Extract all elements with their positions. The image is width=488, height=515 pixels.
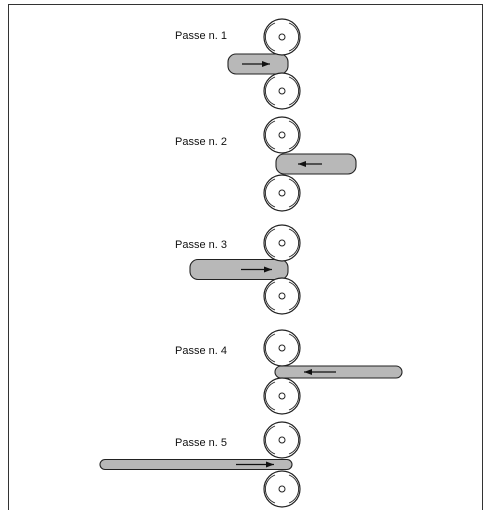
workpiece-bar-5 [99, 458, 293, 471]
roll-arc-right [288, 178, 300, 208]
roll-bottom-1 [263, 72, 301, 110]
roll-bottom-2 [263, 174, 301, 212]
pass-label-3: Passe n. 3 [175, 239, 227, 251]
roll-arc-right [288, 425, 300, 455]
arrow-head-2 [298, 161, 306, 167]
roll-axle [278, 292, 286, 300]
roll-arc-right [288, 76, 300, 106]
roll-arc-left [264, 228, 276, 258]
arrow-head-5 [266, 461, 274, 468]
roll-arc-left [264, 76, 276, 106]
roll-arc-right [288, 333, 300, 363]
roll-bottom-5 [263, 470, 301, 508]
pass-label-1: Passe n. 1 [175, 30, 227, 42]
roll-arc-left [264, 22, 276, 52]
roll-arc-left [264, 120, 276, 150]
roll-axle [278, 392, 286, 400]
roll-arc-right [288, 381, 300, 411]
pass-label-4: Passe n. 4 [175, 345, 227, 357]
workpiece-bar-4 [274, 365, 403, 379]
workpiece-bar-3 [189, 258, 289, 281]
diagram-frame [8, 4, 483, 510]
roll-arc-right [288, 22, 300, 52]
arrow-head-3 [264, 266, 272, 273]
roll-axle [278, 485, 286, 493]
roll-arc-left [264, 474, 276, 504]
roll-bottom-3 [263, 277, 301, 315]
roll-axle [278, 344, 286, 352]
roll-top-5 [263, 421, 301, 459]
roll-top-4 [263, 329, 301, 367]
roll-arc-left [264, 381, 276, 411]
pass-label-5: Passe n. 5 [175, 437, 227, 449]
roll-axle [278, 189, 286, 197]
pass-2: Passe n. 2 [175, 116, 357, 212]
roll-top-1 [263, 18, 301, 56]
pass-label-2: Passe n. 2 [175, 136, 227, 148]
roll-axle [278, 239, 286, 247]
pass-1: Passe n. 1 [175, 18, 301, 110]
roll-arc-left [264, 333, 276, 363]
roll-arc-right [288, 281, 300, 311]
roll-axle [278, 87, 286, 95]
roll-axle [278, 436, 286, 444]
roll-axle [278, 131, 286, 139]
roll-bottom-4 [263, 377, 301, 415]
roll-axle [278, 33, 286, 41]
roll-arc-right [288, 474, 300, 504]
pass-3: Passe n. 3 [175, 224, 301, 315]
pass-5: Passe n. 5 [99, 421, 301, 508]
roll-arc-left [264, 281, 276, 311]
roll-arc-left [264, 178, 276, 208]
pass-4: Passe n. 4 [175, 329, 403, 415]
roll-top-2 [263, 116, 301, 154]
roll-arc-left [264, 425, 276, 455]
arrow-head-1 [262, 61, 270, 67]
arrow-head-4 [304, 369, 312, 375]
roll-arc-right [288, 228, 300, 258]
roll-top-3 [263, 224, 301, 262]
roll-arc-right [288, 120, 300, 150]
